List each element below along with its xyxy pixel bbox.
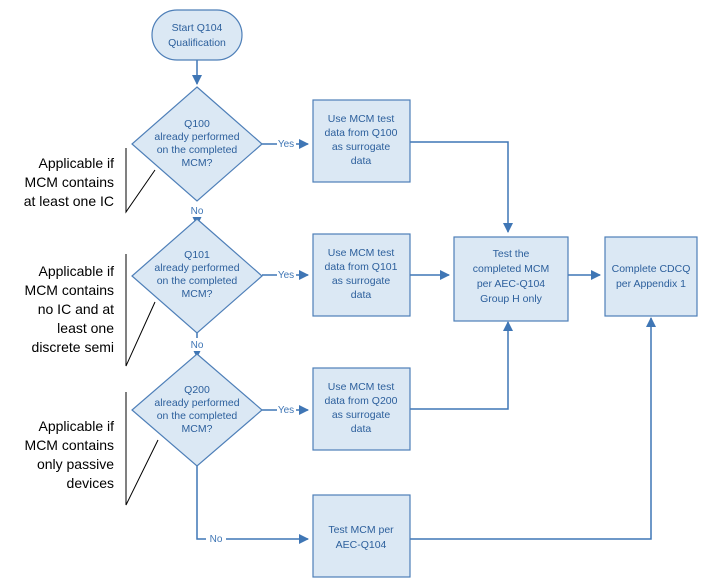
process-test-group-h: Test the completed MCM per AEC-Q104 Grou…	[453, 236, 569, 322]
q100-line-2: already performed	[154, 131, 239, 143]
q101-line-2: already performed	[154, 262, 239, 274]
annotation-q100-line-1: Applicable if	[39, 155, 115, 171]
annotation-bracket-q100	[125, 148, 156, 214]
annotation-q200-line-4: devices	[67, 475, 114, 491]
annotation-q100-line-2: MCM contains	[25, 174, 114, 190]
use-q200-line-2: data from Q200	[325, 395, 398, 407]
q200-line-3: on the completed	[157, 410, 238, 422]
q200-line-2: already performed	[154, 397, 239, 409]
edge-use-q200-to-test	[410, 321, 513, 410]
no-label-q200: No	[210, 534, 223, 545]
q100-line-4: MCM?	[182, 157, 213, 169]
annotation-q101-line-2: MCM contains	[25, 282, 114, 298]
yes-label-q200: Yes	[278, 405, 294, 416]
test-group-h-line-3: per AEC-Q104	[477, 278, 545, 290]
start-label-line-2: Qualification	[168, 37, 226, 49]
use-q101-line-4: data	[351, 289, 372, 301]
annotation-q200-line-1: Applicable if	[39, 418, 115, 434]
start-label-line-1: Start Q104	[172, 22, 223, 34]
process-test-full: Test MCM per AEC-Q104	[312, 494, 411, 578]
use-q100-line-1: Use MCM test	[328, 113, 395, 125]
process-complete-cdcq: Complete CDCQ per Appendix 1	[604, 236, 698, 317]
use-q100-line-3: as surrogate	[332, 141, 391, 153]
test-group-h-line-1: Test the	[493, 248, 530, 260]
test-group-h-line-2: completed MCM	[473, 263, 549, 275]
edge-use-q100-to-test	[410, 141, 513, 233]
q101-line-1: Q101	[184, 249, 210, 261]
yes-label-q101: Yes	[278, 270, 294, 281]
test-group-h-line-4: Group H only	[480, 293, 543, 305]
decision-q200: Q200 already performed on the completed …	[131, 353, 263, 467]
annotation-q200-line-3: only passive	[37, 456, 114, 472]
no-label-q100: No	[191, 206, 204, 217]
annotation-q200: Applicable if MCM contains only passive …	[25, 392, 159, 506]
yes-label-q100: Yes	[278, 139, 294, 150]
test-full-line-2: AEC-Q104	[336, 539, 387, 551]
edge-labels: Yes No Yes No Yes No	[188, 137, 296, 545]
use-q200-line-3: as surrogate	[332, 409, 391, 421]
edge-full-test-to-cdcq	[410, 317, 656, 540]
decision-q100: Q100 already performed on the completed …	[131, 86, 263, 202]
annotation-bracket-q200	[125, 392, 159, 506]
complete-cdcq-line-2: per Appendix 1	[616, 278, 686, 290]
q200-line-1: Q200	[184, 384, 210, 396]
use-q200-line-4: data	[351, 423, 372, 435]
annotation-q200-line-2: MCM contains	[25, 437, 114, 453]
use-q101-line-3: as surrogate	[332, 275, 391, 287]
complete-cdcq-line-1: Complete CDCQ	[612, 263, 691, 275]
q101-line-3: on the completed	[157, 275, 238, 287]
edge-q200-no	[196, 462, 309, 544]
annotation-q100-line-3: at least one IC	[24, 193, 114, 209]
test-full-line-1: Test MCM per	[328, 524, 394, 536]
annotation-bracket-q101	[125, 254, 156, 367]
annotation-q101-line-5: discrete semi	[32, 339, 114, 355]
use-q100-line-2: data from Q100	[325, 127, 398, 139]
start-node: Start Q104 Qualification	[151, 9, 243, 61]
use-q101-line-2: data from Q101	[325, 261, 398, 273]
decision-q101: Q101 already performed on the completed …	[131, 218, 263, 334]
q100-line-3: on the completed	[157, 144, 238, 156]
q100-line-1: Q100	[184, 118, 210, 130]
q101-line-4: MCM?	[182, 288, 213, 300]
annotation-q101-line-3: no IC and at	[38, 301, 114, 317]
process-use-q101: Use MCM test data from Q101 as surrogate…	[312, 233, 411, 317]
no-label-q101: No	[191, 340, 204, 351]
use-q100-line-4: data	[351, 155, 372, 167]
use-q101-line-1: Use MCM test	[328, 247, 395, 259]
process-use-q200: Use MCM test data from Q200 as surrogate…	[312, 367, 411, 451]
connectors	[192, 60, 656, 544]
annotation-q101-line-4: least one	[57, 320, 114, 336]
annotation-q101: Applicable if MCM contains no IC and at …	[25, 254, 156, 367]
q200-line-4: MCM?	[182, 423, 213, 435]
annotation-q100: Applicable if MCM contains at least one …	[24, 148, 156, 214]
use-q200-line-1: Use MCM test	[328, 381, 395, 393]
process-use-q100: Use MCM test data from Q100 as surrogate…	[312, 99, 411, 183]
annotation-q101-line-1: Applicable if	[39, 263, 115, 279]
